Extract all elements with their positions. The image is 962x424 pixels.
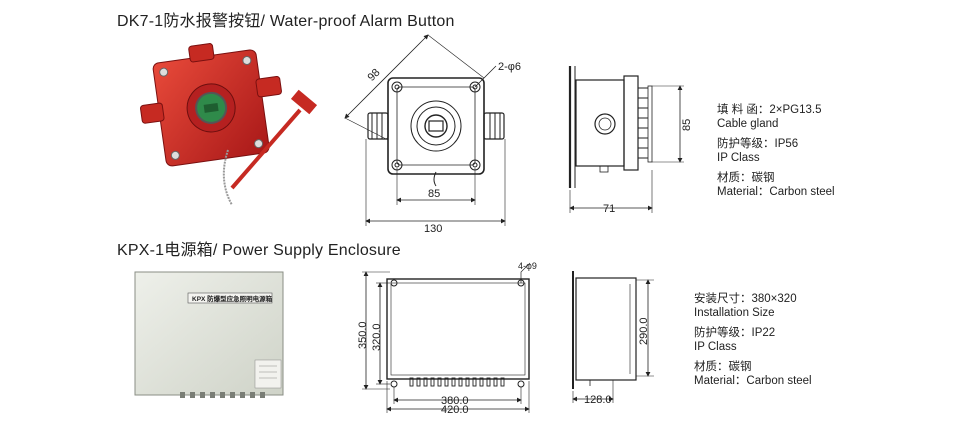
dim-height-350: 350.0 <box>357 321 369 349</box>
product2-specs: 安装尺寸：380×320 Installation Size 防护等级：IP22… <box>694 292 812 394</box>
dim-side-height-85: 85 <box>681 119 693 131</box>
product2-title: KPX-1电源箱/ Power Supply Enclosure <box>117 242 401 259</box>
dim-depth-128: 128.0 <box>584 394 612 406</box>
dim-width-380: 380.0 <box>441 395 469 407</box>
alarm-button-front-drawing <box>344 34 506 226</box>
alarm-button-side-drawing <box>568 66 684 213</box>
power-enclosure-side-drawing <box>572 271 654 403</box>
dim-diagonal-98: 98 <box>365 67 382 84</box>
power-enclosure-photo <box>134 271 284 398</box>
spec-material: 材质：碳钢 Material：Carbon steel <box>717 172 835 198</box>
spec-installation-size: 安装尺寸：380×320 Installation Size <box>694 293 797 319</box>
spec-ip-class: 防护等级：IP56 IP Class <box>717 138 799 164</box>
dim-holes-2-phi6: 2-φ6 <box>498 61 521 73</box>
power-enclosure-front-drawing <box>362 262 531 413</box>
product1-title: DK7-1防水报警按钮/ Water-proof Alarm Button <box>117 13 455 30</box>
alarm-button-photo <box>140 43 318 206</box>
dim-depth-71: 71 <box>603 203 615 215</box>
dim-side-height-290: 290.0 <box>638 317 650 345</box>
dim-width-420: 420.0 <box>441 404 469 416</box>
enclosure-label-plate: KPX 防爆型应急照明电源箱 <box>192 294 273 303</box>
dim-holes-4-phi9: 4-φ9 <box>518 261 537 271</box>
dim-inner-width-85: 85 <box>428 188 440 200</box>
spec-cable-gland: 填 料 函：2×PG13.5 Cable gland <box>717 104 822 130</box>
dim-outer-width-130: 130 <box>424 223 442 235</box>
product1-specs: 填 料 函：2×PG13.5 Cable gland 防护等级：IP56 IP … <box>717 103 835 205</box>
spec-ip-class-2: 防护等级：IP22 IP Class <box>694 327 776 353</box>
spec-material-2: 材质：碳钢 Material：Carbon steel <box>694 361 812 387</box>
dim-height-320: 320.0 <box>371 323 383 351</box>
